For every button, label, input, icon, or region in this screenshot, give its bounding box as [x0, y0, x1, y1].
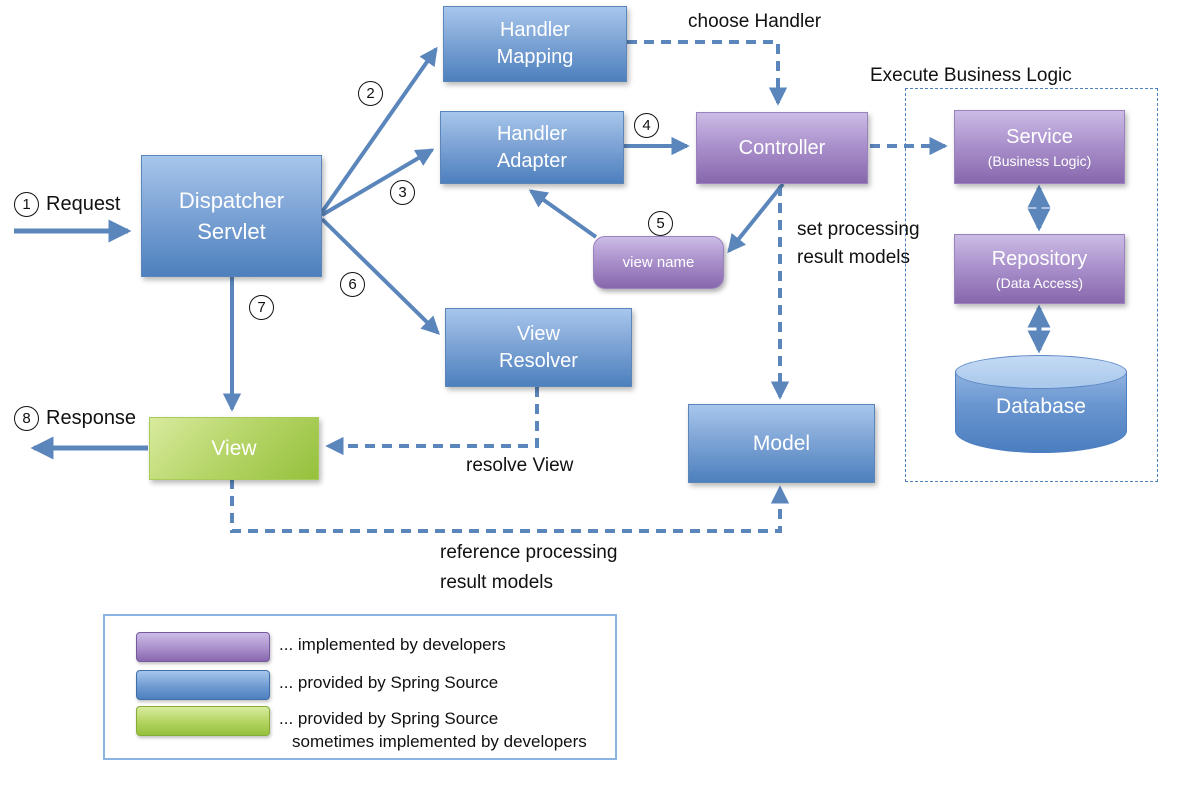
repository-box: Repository (Data Access) — [954, 234, 1125, 304]
legend-item-spring: ... provided by Spring Source — [279, 673, 499, 692]
model-label: Model — [752, 432, 811, 455]
database-cylinder-top — [955, 355, 1127, 389]
edge-dispatcher-to-handler-mapping — [320, 46, 438, 214]
edge-view-to-model-dashed — [230, 479, 790, 533]
legend-item-spring-sometimes-line1: ... provided by Spring Source — [279, 709, 499, 728]
view-resolver-label: View Resolver — [499, 322, 578, 372]
service-box: Service (Business Logic) — [954, 110, 1125, 184]
legend-swatch-green — [136, 706, 270, 736]
set-processing-label-line2: result models — [797, 247, 910, 268]
resolve-view-label: resolve View — [466, 455, 574, 476]
database-cylinder: Database — [955, 355, 1127, 453]
edge-view-name-to-handler-adapter — [528, 189, 598, 239]
view-label: View — [211, 437, 257, 460]
dispatcher-servlet-label: Dispatcher Servlet — [178, 188, 285, 244]
legend-swatch-blue — [136, 670, 270, 700]
repository-label: Repository — [991, 248, 1088, 270]
edge-dispatcher-to-handler-adapter — [320, 148, 435, 217]
view-name-label: view name — [622, 254, 695, 271]
model-box: Model — [688, 404, 875, 483]
request-label: Request — [46, 193, 121, 215]
view-resolver-box: View Resolver — [445, 308, 632, 387]
database-label: Database — [996, 395, 1086, 418]
repository-sublabel: (Data Access) — [995, 275, 1084, 291]
handler-adapter-box: Handler Adapter — [440, 111, 624, 184]
choose-handler-label: choose Handler — [688, 11, 822, 32]
view-box: View — [149, 417, 319, 480]
business-logic-group-border — [905, 88, 1158, 482]
execute-business-logic-label: Execute Business Logic — [870, 65, 1072, 86]
response-label: Response — [46, 407, 137, 429]
set-processing-label-line1: set processing — [797, 219, 920, 240]
step-2-badge: 2 — [358, 81, 383, 106]
legend-item-developers: ... implemented by developers — [279, 635, 506, 654]
edge-controller-to-view-name — [727, 182, 785, 254]
service-sublabel: (Business Logic) — [987, 153, 1092, 169]
step-response: 8 Response — [14, 406, 136, 431]
step-7-badge: 7 — [249, 295, 274, 320]
step-3-badge: 3 — [390, 180, 415, 205]
step-8-badge: 8 — [14, 406, 39, 431]
legend-swatch-purple — [136, 632, 270, 662]
step-6-badge: 6 — [340, 272, 365, 297]
step-request: 1 Request — [14, 192, 121, 217]
step-4-badge: 4 — [634, 113, 659, 138]
legend: ... implemented by developers ... provid… — [103, 614, 617, 760]
reference-label-line1: reference processing — [440, 542, 618, 563]
edge-handler-mapping-to-controller-dashed — [627, 40, 788, 106]
service-label: Service — [1006, 126, 1073, 148]
handler-mapping-label: Handler Mapping — [496, 19, 574, 68]
view-name-box: view name — [593, 236, 724, 289]
controller-box: Controller — [696, 112, 868, 184]
handler-mapping-box: Handler Mapping — [443, 6, 627, 82]
edge-view-resolver-to-view-dashed — [325, 387, 539, 456]
legend-item-spring-sometimes-line2: sometimes implemented by developers — [292, 732, 587, 751]
step-5-badge: 5 — [648, 211, 673, 236]
reference-label-line2: result models — [440, 572, 553, 593]
dispatcher-servlet-box: Dispatcher Servlet — [141, 155, 322, 277]
controller-label: Controller — [738, 136, 826, 159]
handler-adapter-label: Handler Adapter — [496, 122, 568, 172]
step-1-badge: 1 — [14, 192, 39, 217]
edge-dispatcher-to-view-resolver — [320, 217, 440, 335]
